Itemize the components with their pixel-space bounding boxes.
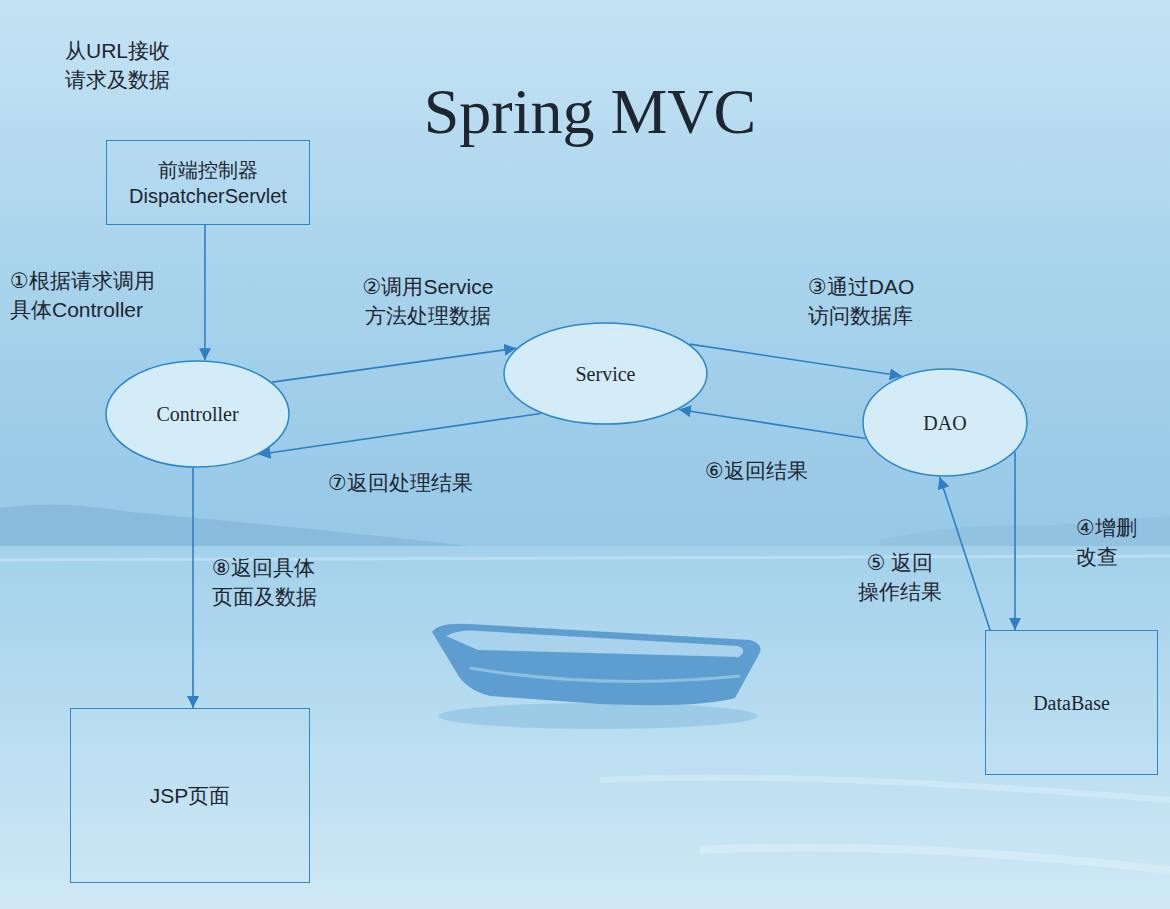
database-box: DataBase	[985, 630, 1158, 775]
step-label: ①根据请求调用 具体Controller	[10, 266, 195, 325]
flow-arrow	[192, 468, 194, 708]
boat-reflection	[438, 703, 758, 729]
water-streak	[700, 848, 1170, 871]
water-streak	[600, 778, 1170, 801]
water-streak	[0, 556, 1170, 560]
flow-arrow	[940, 477, 990, 630]
step-label: ③通过DAO 访问数据库	[808, 272, 958, 331]
distant-hills	[0, 505, 470, 548]
flow-arrow	[690, 344, 902, 376]
boat-plank	[470, 668, 740, 681]
node-label: DataBase	[1033, 690, 1110, 716]
node-label: DAO	[923, 410, 966, 436]
node-label: Service	[576, 361, 636, 387]
ellipse-shape	[106, 361, 289, 467]
step-label: ②调用Service 方法处理数据	[338, 272, 518, 331]
controller-box: 前端控制器 DispatcherServlet	[106, 140, 310, 225]
ellipse-shape	[863, 369, 1027, 476]
step-label: ④增删 改查	[1076, 513, 1156, 572]
step-label: ⑤ 返回 操作结果	[845, 548, 955, 607]
flow-arrow	[259, 413, 541, 454]
diagram-title: Spring MVC	[340, 80, 840, 144]
node-label: Controller	[156, 401, 238, 427]
step-label: ⑥返回结果	[705, 456, 865, 485]
flow-arrow	[1014, 452, 1016, 630]
sky	[0, 0, 1170, 548]
step-label: ⑧返回具体 页面及数据	[212, 553, 352, 612]
page-box: JSP页面	[70, 708, 310, 883]
flow-arrow	[272, 348, 516, 382]
node-label: 前端控制器 DispatcherServlet	[114, 157, 302, 209]
component-ellipse: Controller	[105, 360, 290, 468]
note-label: 从URL接收 请求及数据	[65, 36, 215, 95]
ellipse-shape	[504, 323, 707, 424]
component-ellipse: Service	[503, 322, 708, 425]
boat-hull	[432, 624, 761, 705]
flow-arrow	[204, 225, 206, 360]
flow-arrow	[679, 409, 866, 438]
component-ellipse: DAO	[862, 368, 1028, 477]
step-label: ⑦返回处理结果	[328, 468, 528, 497]
node-label: JSP页面	[150, 782, 231, 809]
boat-interior	[446, 631, 743, 657]
water	[0, 546, 1170, 909]
